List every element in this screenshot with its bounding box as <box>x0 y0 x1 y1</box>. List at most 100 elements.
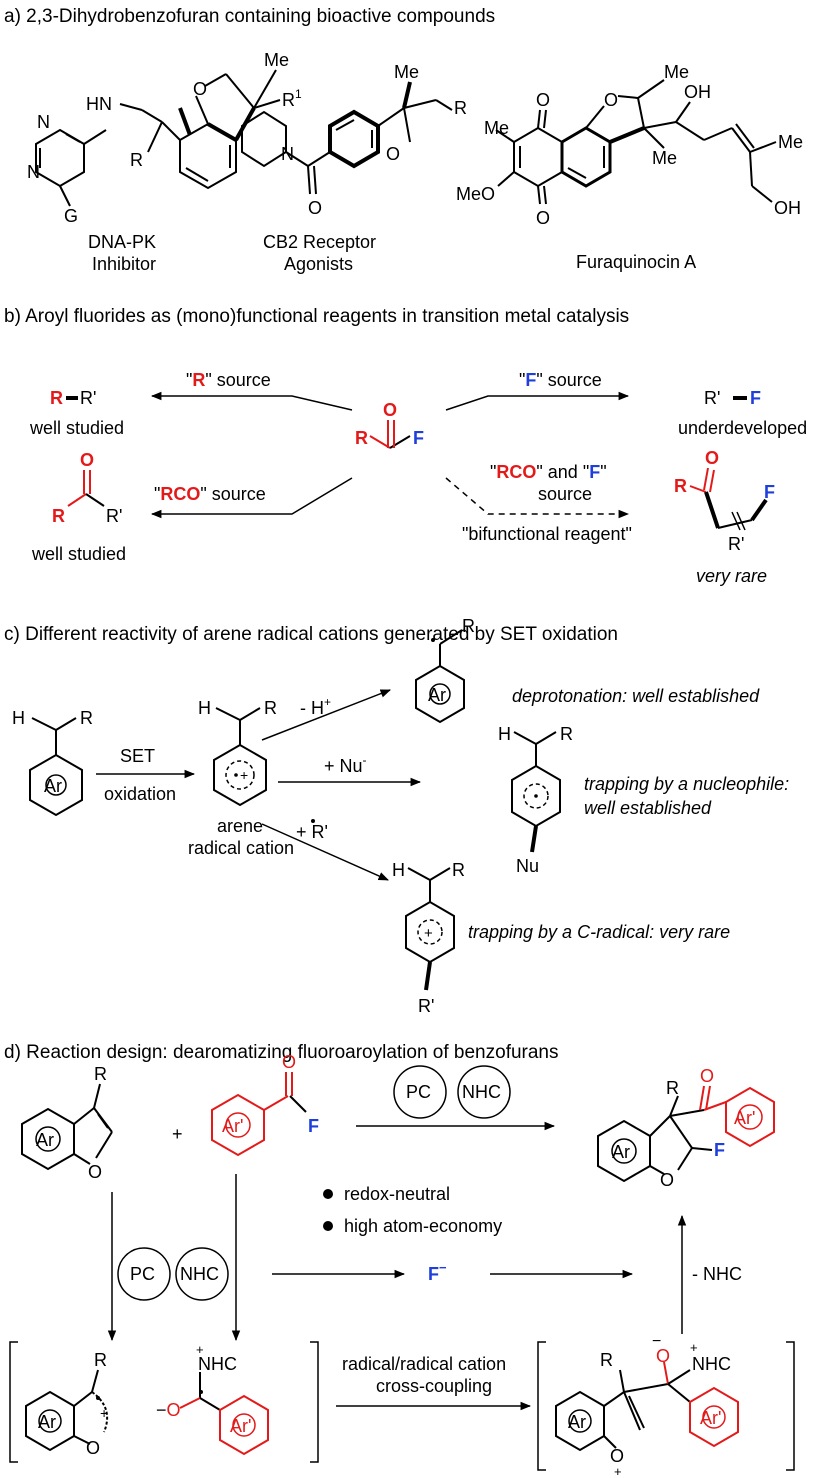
int1-nhc: NHC <box>198 1354 237 1374</box>
af-arp: Ar' <box>222 1116 243 1136</box>
br-rp: R' <box>728 534 744 554</box>
plus-sign: + <box>172 1124 183 1144</box>
br-r: R <box>674 476 687 496</box>
set-label: SET <box>120 746 155 766</box>
center-acyl-fluoride: O R F <box>355 400 424 449</box>
tr-note: underdeveloped <box>678 418 807 438</box>
rc-r: R <box>264 698 277 718</box>
bullet-atom-economy: high atom-economy <box>344 1216 502 1236</box>
feature-bullets: redox-neutral high atom-economy <box>323 1184 502 1236</box>
compound-dna-pk-labels: HN N N G R O Me R1 DNA-PK Inhibitor <box>27 50 302 274</box>
panel-b: b) Aroyl fluorides as (mono)functional r… <box>4 306 807 586</box>
radical-adduct-plus: + <box>424 925 433 942</box>
int1-nhc-plus: + <box>196 1342 204 1357</box>
int2-o-minus-sign: − <box>652 1333 661 1350</box>
bl-source: "RCO" source <box>154 484 266 504</box>
prod-o: O <box>660 1170 674 1190</box>
label-oh-terminal: OH <box>774 198 801 218</box>
breslow-radical: + NHC −O Ar' <box>156 1342 269 1456</box>
panel-b-arrows <box>150 391 630 519</box>
adduct-bracket <box>537 1341 795 1471</box>
af-f: F <box>308 1116 319 1136</box>
int2-ar: Ar <box>568 1412 586 1432</box>
benzofuran-radical-cation <box>25 1369 108 1452</box>
radical-pair-bracket <box>9 1341 319 1463</box>
nu-adduct <box>511 731 561 853</box>
label-o-top: O <box>536 90 550 110</box>
sm-h: H <box>12 708 25 728</box>
int1-ar: Ar <box>38 1412 56 1432</box>
label-n-bottom: N <box>27 162 40 182</box>
compound-furaquinocin-a <box>495 79 777 205</box>
benzofuran-substrate <box>21 1083 113 1171</box>
label-o-ring: O <box>604 90 618 110</box>
label-g: G <box>64 206 78 226</box>
nu-nu: Nu <box>516 856 539 876</box>
compound-cb2-agonist <box>241 81 453 195</box>
oxocarbenium-adduct: R Ar O + − O + NHC Ar' <box>555 1333 739 1478</box>
label-me-quinone: Me <box>484 118 509 138</box>
prod-arp: Ar' <box>734 1108 755 1128</box>
int2-o-plus: O <box>610 1446 624 1466</box>
label-me: Me <box>394 62 419 82</box>
label-n: N <box>281 144 294 164</box>
name-furaquinocin: Furaquinocin A <box>576 252 696 272</box>
tr-f: F <box>750 388 761 408</box>
compound-furaquinocin-labels: O O O Me MeO Me Me OH Me OH Furaquinocin… <box>456 62 803 272</box>
nu-note-2: well established <box>584 798 712 818</box>
panel-d: d) Reaction design: dearomatizing fluoro… <box>4 1042 795 1478</box>
int2-nhc-plus: + <box>690 1340 698 1355</box>
int1-arp: Ar' <box>230 1416 251 1436</box>
rc-radical-dot <box>234 773 238 777</box>
bl-rp: R' <box>106 506 122 526</box>
int1-radical-dot <box>96 1396 100 1400</box>
cat-nhc-down: NHC <box>180 1264 219 1284</box>
label-me-ring: Me <box>652 148 677 168</box>
label-r: R <box>454 98 467 118</box>
label-meo: MeO <box>456 184 495 204</box>
fluoride-label: F− <box>428 1260 447 1284</box>
tl-r: R <box>50 388 63 408</box>
bl-r: R <box>52 506 65 526</box>
up-r: R <box>462 616 475 636</box>
label-n-top: N <box>37 112 50 132</box>
coupling-arrow: radical/radical cation cross-coupling <box>336 1354 532 1411</box>
label-r: R <box>130 150 143 170</box>
bl-o: O <box>80 450 94 470</box>
minus-nhc-label: - NHC <box>692 1264 742 1284</box>
name-dna-pk: DNA-PK <box>88 232 156 252</box>
name-inhibitor: Inhibitor <box>92 254 156 274</box>
set-arrow: SET oxidation <box>96 746 196 804</box>
bf-r: R <box>94 1064 107 1084</box>
label-me-top: Me <box>664 62 689 82</box>
coupling-label-2: cross-coupling <box>376 1376 492 1396</box>
dihydrobenzofuran-product <box>597 1085 775 1183</box>
center-r: R <box>355 428 368 448</box>
panel-c-title: c) Different reactivity of arene radical… <box>4 624 618 645</box>
panel-a-title: a) 2,3-Dihydrobenzofuran containing bioa… <box>4 6 495 27</box>
label-oh: OH <box>684 82 711 102</box>
int1-r: R <box>94 1350 107 1370</box>
branch-f-source: "F" source R' F underdeveloped <box>519 370 807 438</box>
int2-o: O <box>656 1346 670 1366</box>
br-bifunctional: "bifunctional reagent" <box>462 524 632 544</box>
rad-rp: R' <box>418 996 434 1016</box>
compound-cb2-labels: N O O Me R CB2 Receptor Agonists <box>263 62 467 274</box>
label-hn: HN <box>86 94 112 114</box>
oxidation-label: oxidation <box>104 784 176 804</box>
tl-source: "R" source <box>186 370 271 390</box>
fluoride-relay: F− - NHC <box>272 1214 742 1334</box>
bf-ar: Ar <box>36 1130 54 1150</box>
rc-label-2: radical cation <box>188 838 294 858</box>
prod-r: R <box>666 1078 679 1098</box>
sm-ar: Ar <box>44 776 62 796</box>
label-me-alkene: Me <box>778 132 803 152</box>
rc-label-1: arene <box>217 816 263 836</box>
benzyl-radical <box>415 629 465 724</box>
int1-o-anion: −O <box>156 1400 181 1420</box>
cat-nhc-top: NHC <box>462 1082 501 1102</box>
int1-plus: + <box>100 1405 108 1421</box>
int1-o: O <box>86 1438 100 1458</box>
tr-rp: R' <box>704 388 720 408</box>
